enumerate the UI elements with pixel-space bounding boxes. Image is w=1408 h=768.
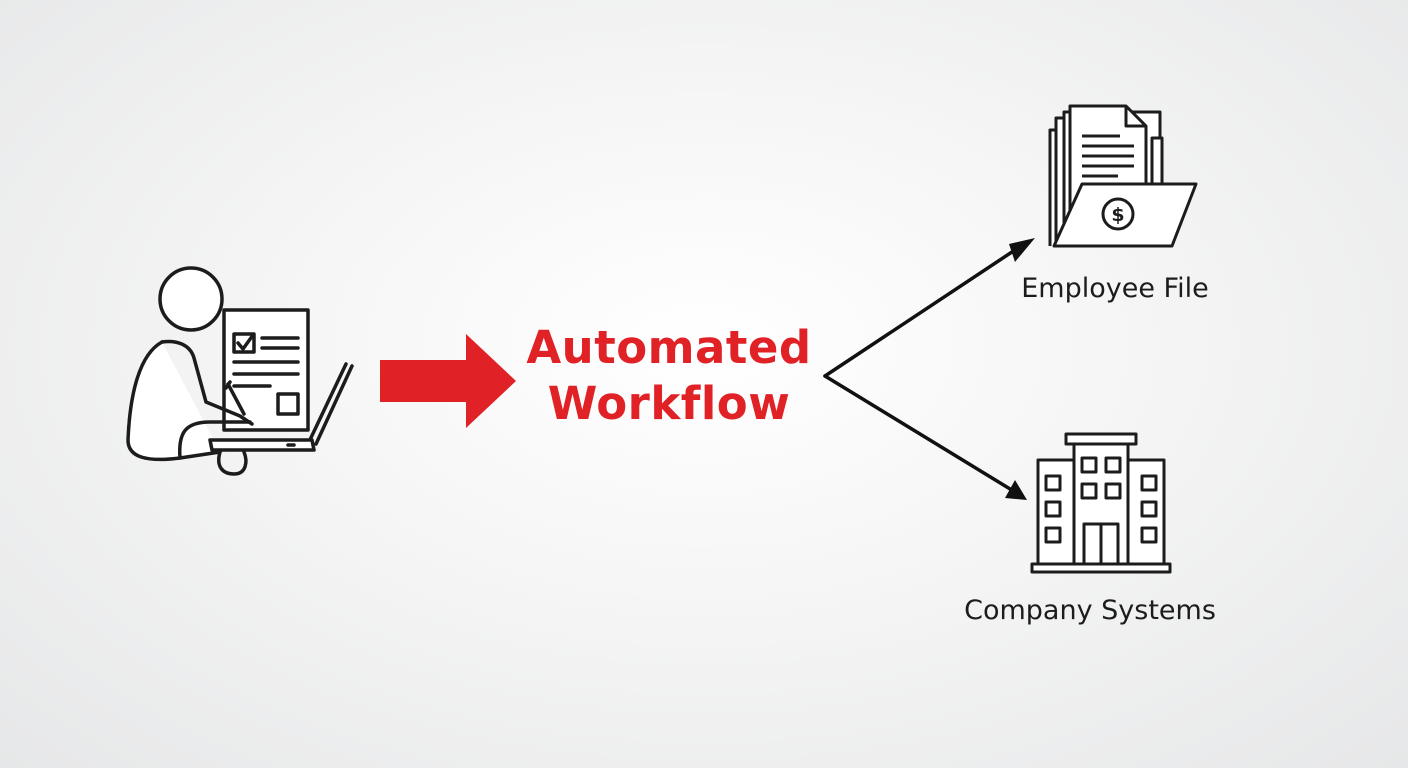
branch-arrows xyxy=(815,232,1037,504)
folder-with-documents-icon: $ xyxy=(1042,104,1202,254)
diagram-title: Automated Workflow xyxy=(514,320,824,432)
company-systems-label: Company Systems xyxy=(964,595,1216,626)
right-arrow-icon xyxy=(378,332,518,430)
employee-file-label: Employee File xyxy=(1021,273,1209,304)
office-building-icon xyxy=(1028,430,1174,576)
svg-text:$: $ xyxy=(1111,204,1124,226)
person-with-laptop-icon xyxy=(120,262,360,484)
title-line-2: Workflow xyxy=(547,377,791,430)
title-line-1: Automated xyxy=(526,321,812,374)
